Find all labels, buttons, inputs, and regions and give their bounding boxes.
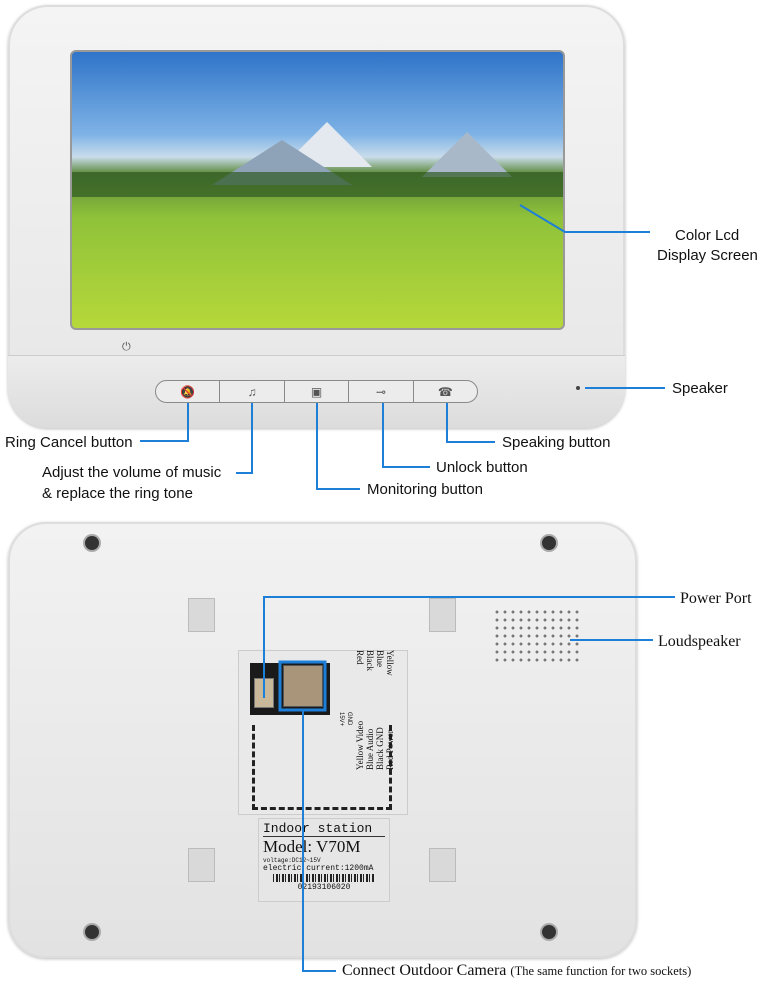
mountain-graphic (422, 132, 512, 177)
label-title: Indoor station (263, 821, 385, 837)
ring-cancel-icon: 🔕 (180, 384, 196, 399)
lcd-label: Color Lcd (675, 227, 740, 244)
screw-icon (85, 925, 99, 939)
pin-label: GND (346, 712, 352, 726)
monitor-icon: ▣ (310, 384, 323, 399)
loudspeaker-label: Loudspeaker (658, 633, 741, 650)
key-icon: ⊸ (375, 384, 386, 399)
volume-callout-line (236, 403, 253, 474)
mounting-slot (188, 598, 215, 632)
camera-socket-highlight (278, 660, 327, 712)
speaking-label: Speaking button (502, 434, 611, 451)
mounting-slot (188, 848, 215, 882)
wire-label: Black (365, 650, 375, 671)
speaker-hole (576, 386, 580, 390)
ring-cancel-label: Ring Cancel button (5, 434, 133, 451)
monitoring-label: Monitoring button (367, 481, 483, 498)
label-serial: 02193106020 (297, 883, 351, 892)
monitoring-callout-line (316, 403, 360, 490)
lcd-display-screen (70, 50, 565, 330)
power-port-label: Power Port (680, 590, 752, 607)
wire-label: Red (355, 650, 365, 665)
camera-callout-line (302, 710, 336, 972)
speaking-callout-line (446, 403, 495, 443)
lcd-label-2: Display Screen (657, 247, 758, 264)
label-current: electric current:1200mA (263, 864, 374, 873)
speaker-label: Speaker (672, 380, 728, 397)
phone-icon: ☎ (437, 384, 453, 399)
unlock-label: Unlock button (436, 459, 528, 476)
camera-label-text: Connect Outdoor Camera (342, 962, 507, 979)
wire-label: Yellow (385, 650, 395, 676)
product-label: Indoor station Model: V70M voltage:DC12~… (258, 818, 390, 902)
speaking-button[interactable]: ☎ (414, 381, 477, 402)
volume-label-2: & replace the ring tone (42, 485, 193, 502)
button-bar: 🔕 ♫ ▣ ⊸ ☎ (155, 380, 478, 403)
camera-label-note: (The same function for two sockets) (510, 964, 692, 978)
ring-cancel-button[interactable]: 🔕 (156, 381, 221, 402)
power-port-callout-line (263, 596, 675, 698)
barcode (273, 874, 375, 882)
mounting-slot (429, 848, 456, 882)
music-volume-button[interactable]: ♫ (220, 381, 285, 402)
tree-line (72, 172, 563, 197)
wire-label: Blue (375, 650, 385, 667)
pin-label: 15V+ (338, 712, 344, 727)
screw-icon (542, 536, 556, 550)
camera-label: Connect Outdoor Camera (The same functio… (342, 962, 691, 980)
unlock-button[interactable]: ⊸ (349, 381, 414, 402)
volume-label: Adjust the volume of music (42, 464, 222, 481)
label-voltage: voltage:DC12~15V (263, 857, 321, 864)
ring-cancel-callout-line (140, 403, 189, 442)
power-icon: ⏻ (122, 341, 131, 353)
unlock-callout-line (382, 403, 430, 468)
lcd-callout-line (519, 204, 650, 233)
screw-icon (542, 925, 556, 939)
front-callout-lines (140, 204, 665, 490)
camera-socket[interactable] (283, 665, 323, 707)
mounting-slot (429, 598, 456, 632)
back-callout-lines (263, 596, 675, 972)
music-note-icon: ♫ (247, 384, 257, 399)
monitoring-button[interactable]: ▣ (285, 381, 350, 402)
loudspeaker-grille (493, 608, 579, 664)
socket-outline (252, 725, 392, 810)
screw-icon (85, 536, 99, 550)
label-model: Model: V70M (263, 837, 361, 856)
